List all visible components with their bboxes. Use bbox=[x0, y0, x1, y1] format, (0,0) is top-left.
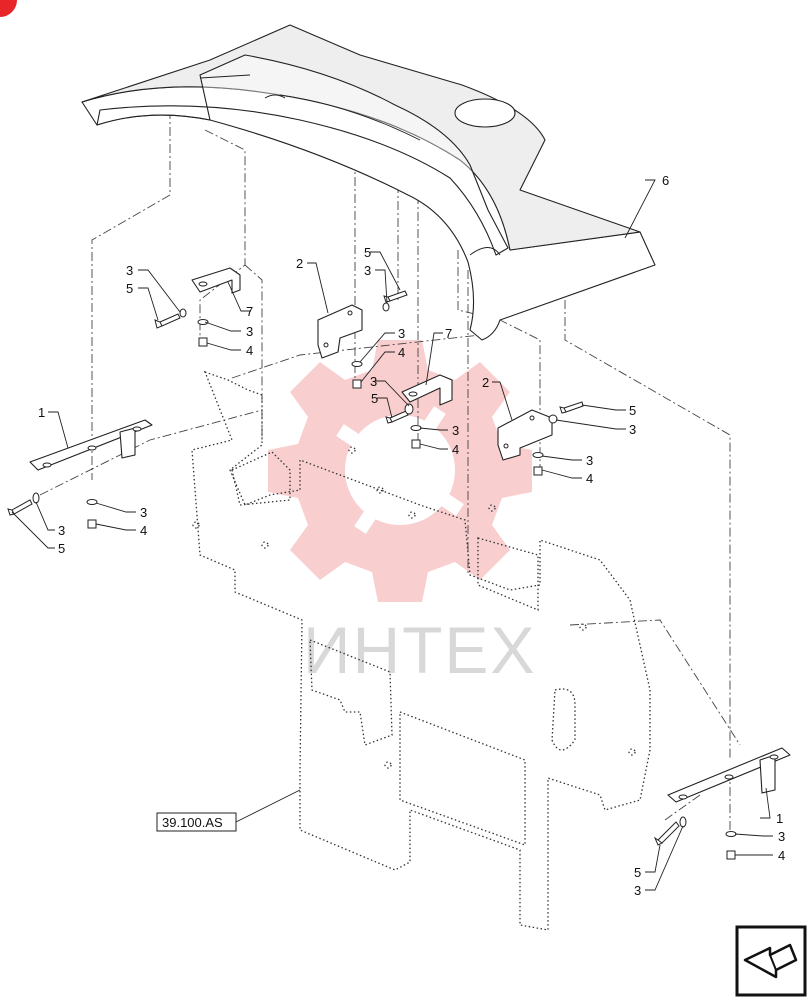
callout-5: 5 bbox=[629, 403, 636, 418]
callout-2-right: 2 bbox=[482, 375, 489, 390]
callout-1-right: 1 bbox=[776, 811, 783, 826]
clip-left bbox=[191, 267, 241, 294]
back-arrow-icon[interactable] bbox=[735, 925, 807, 997]
callout-1-left: 1 bbox=[38, 405, 45, 420]
callout-5: 5 bbox=[364, 245, 371, 260]
callout-5: 5 bbox=[371, 391, 378, 406]
clip-right bbox=[401, 374, 453, 406]
callout-3: 3 bbox=[778, 829, 785, 844]
bracket-right bbox=[667, 747, 791, 803]
callout-leaders bbox=[11, 179, 773, 891]
callout-4: 4 bbox=[778, 848, 785, 863]
callout-3: 3 bbox=[246, 324, 253, 339]
callout-3: 3 bbox=[58, 523, 65, 538]
callout-7-right: 7 bbox=[445, 326, 452, 341]
callout-3: 3 bbox=[126, 263, 133, 278]
watermark-text: ИНТЕХ bbox=[303, 613, 536, 687]
callout-3: 3 bbox=[364, 263, 371, 278]
reference-link-39-100-as[interactable]: 39.100.AS bbox=[156, 812, 237, 832]
hardware-group bbox=[7, 290, 737, 860]
callout-5: 5 bbox=[634, 865, 641, 880]
callout-3: 3 bbox=[140, 505, 147, 520]
callout-3: 3 bbox=[370, 374, 377, 389]
callout-3: 3 bbox=[629, 422, 636, 437]
callout-4: 4 bbox=[246, 343, 253, 358]
rear-panel-ghost bbox=[191, 370, 651, 931]
callout-4: 4 bbox=[586, 471, 593, 486]
callout-6: 6 bbox=[662, 173, 669, 188]
watermark-logo bbox=[268, 340, 532, 602]
corner-marker bbox=[0, 0, 17, 17]
callout-3: 3 bbox=[398, 326, 405, 341]
reference-label: 39.100.AS bbox=[162, 815, 223, 830]
callout-4: 4 bbox=[398, 345, 405, 360]
support-left bbox=[317, 304, 363, 359]
fender-part bbox=[81, 24, 656, 341]
callout-5: 5 bbox=[58, 541, 65, 556]
callout-3: 3 bbox=[634, 883, 641, 898]
callout-4: 4 bbox=[452, 442, 459, 457]
bracket-left bbox=[29, 419, 153, 471]
callout-3: 3 bbox=[586, 453, 593, 468]
callout-2-left: 2 bbox=[296, 256, 303, 271]
support-right bbox=[497, 409, 553, 461]
callout-7-left: 7 bbox=[246, 304, 253, 319]
callout-4: 4 bbox=[140, 523, 147, 538]
callout-labels: 6 1 1 2 2 7 7 3 5 3 4 5 3 3 4 3 5 3 4 5 … bbox=[38, 173, 785, 898]
callout-3: 3 bbox=[452, 423, 459, 438]
callout-5: 5 bbox=[126, 281, 133, 296]
